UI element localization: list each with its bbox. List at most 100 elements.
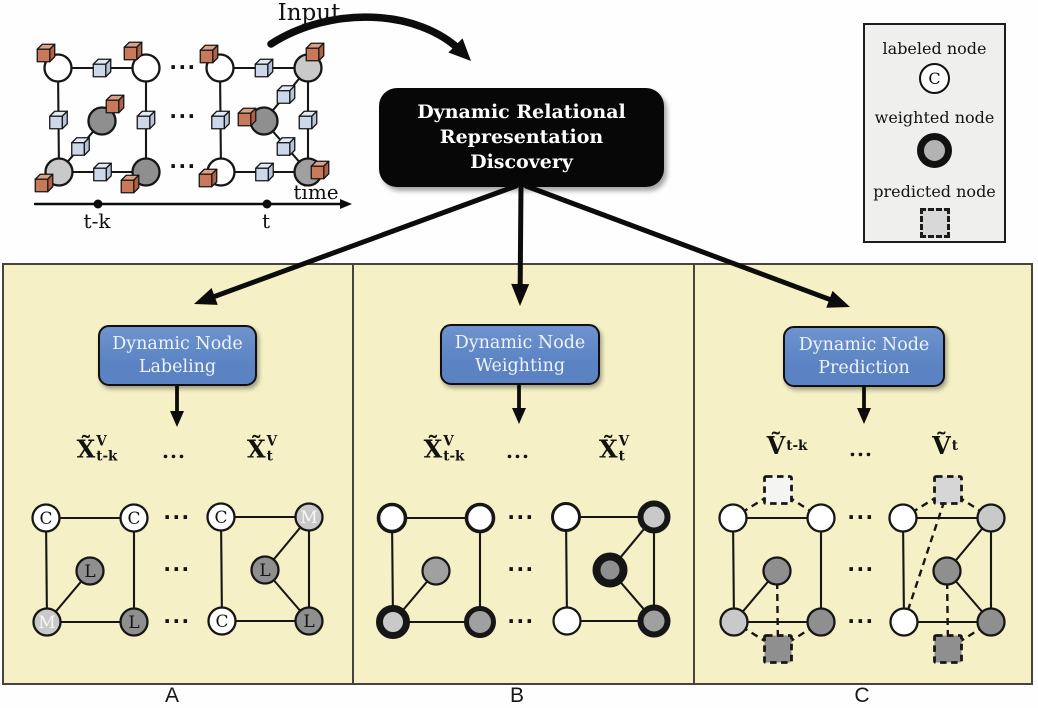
process-box-line: Weighting [474,355,566,376]
dynamic-node-prediction-box: Dynamic Node Prediction [783,326,945,387]
node [719,607,749,637]
process-box-line: Dynamic Node [454,333,586,354]
math-ellipsis: ... [162,439,186,463]
node [376,502,408,534]
arrowhead [194,287,218,305]
ellipsis: ··· [847,557,874,581]
edge [390,517,395,623]
node [87,106,117,136]
ellipsis: ··· [847,609,874,633]
ellipsis: ··· [169,55,196,79]
predicted-node-icon [919,208,950,238]
node [131,53,161,83]
feature-cube-icon [305,42,325,62]
predicted-edge [902,488,949,520]
node [762,556,792,586]
weighted-node [637,604,671,638]
process-box-line: Dynamic Node [112,334,243,355]
node [718,503,748,533]
feature-cube-icon [123,41,143,61]
arrowhead [340,199,352,209]
node [889,607,919,637]
edge [219,516,224,622]
process-box-line: Prediction [818,357,910,378]
node-label: M [300,508,317,528]
edge [731,517,736,623]
predicted-node [933,634,963,664]
node [976,607,1006,637]
node [31,503,61,533]
feature-cube-icon [237,107,257,127]
ellipsis: ··· [169,154,196,178]
node [119,607,149,637]
input-label: Input [277,0,341,26]
time-tick-dot [93,199,103,209]
node [551,502,581,532]
dynamic-node-labeling-box: Dynamic Node Labeling [98,325,257,386]
node-label: C [39,509,52,529]
weighted-node [592,552,628,588]
legend: labeled node C weighted node predicted n… [863,23,1006,243]
relation-cube-icon [276,85,296,104]
feature-cube-icon [199,44,219,64]
node [421,556,451,586]
arrowhead [512,408,526,424]
arrow-to-labeling [212,183,519,299]
node-label: L [259,561,270,581]
math-v-tilde-t-k: Ṽ t-k [766,431,808,460]
panel-caption-b: B [509,684,525,707]
relation-cube-icon [93,162,112,182]
relation-cube-icon [276,137,296,156]
legend-label-predicted-node: predicted node [873,182,996,201]
node [119,503,149,533]
title-line: Discovery [470,151,573,174]
node [294,502,324,532]
node [806,503,836,533]
labeled-node-icon: C [919,63,950,94]
arrow-to-weighting [517,183,524,287]
weighted-node [376,605,410,639]
timeline-tick-t: t [261,209,271,233]
dynamic-relational-representation-discovery-box: Dynamic Relational Representation Discov… [379,88,664,187]
title-line: Representation [439,125,604,148]
math-ellipsis: ... [506,439,530,463]
node [976,503,1006,533]
arrowhead [170,411,184,427]
relation-cube-icon [92,58,112,78]
ellipsis: ··· [163,505,190,529]
timeline-axis-label: time [293,180,339,204]
feature-cube-icon [36,43,56,63]
math-v-tilde-t: Ṽ t [932,431,958,460]
ellipsis: ··· [163,557,190,581]
title-line: Dynamic Relational [417,100,626,123]
arrow-to-prediction [523,183,832,302]
edge [44,517,49,623]
node [888,503,918,533]
legend-label-weighted-node: weighted node [874,108,995,127]
arrowhead [826,290,850,308]
ellipsis: ··· [847,505,874,529]
predicted-node [763,634,793,664]
graph-prediction-t [888,475,1006,664]
ellipsis: ··· [169,104,196,128]
ellipsis: ··· [163,609,190,633]
node [75,556,105,586]
relation-cube-icon [298,110,318,130]
graph-weighting-t [551,500,671,638]
relation-cube-icon [49,110,68,130]
timeline-tick-t-k: t-k [83,209,111,233]
node-label: C [127,509,140,529]
predicted-edge [733,620,779,651]
node-label: L [128,613,139,633]
feature-cube-icon [105,94,125,114]
dynamic-node-weighting-box: Dynamic Node Weighting [440,324,600,385]
relation-cube-icon [255,162,274,182]
process-box-line: Labeling [138,356,217,377]
node [552,606,582,636]
feature-cube-icon [120,174,140,194]
node [207,606,237,636]
